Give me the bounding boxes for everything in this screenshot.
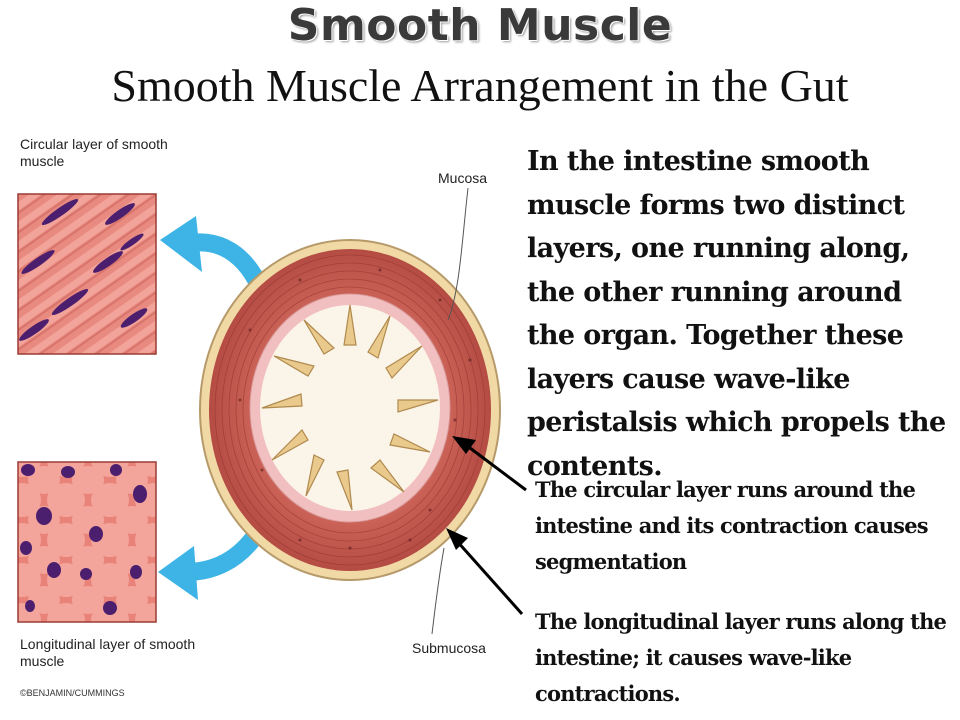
main-explanation-text: In the intestine smooth muscle forms two…: [527, 146, 946, 482]
longitudinal-layer-pointer-arrow: [158, 531, 261, 600]
slide-subtitle: Smooth Muscle Arrangement in the Gut: [111, 60, 849, 111]
gut-cross-section-diagram: [17, 187, 527, 635]
mucosa-label: Mucosa: [438, 170, 488, 186]
mucosa-leader-line: [447, 187, 469, 321]
longitudinal-layer-black-arrow: [446, 528, 524, 615]
longitudinal-layer-label: Longitudinal layer of smooth muscle: [20, 636, 196, 669]
submucosa-leader-line: [431, 547, 445, 635]
circular-muscle-micrograph: [17, 193, 157, 355]
slide-title: Smooth Muscle: [287, 0, 673, 51]
longitudinal-muscle-micrograph: [17, 461, 157, 623]
circular-layer-label: Circular layer of smooth muscle: [20, 136, 168, 169]
submucosa-label: Submucosa: [412, 640, 486, 656]
circular-layer-note: The circular layer runs around the intes…: [535, 477, 929, 574]
longitudinal-layer-note: The longitudinal layer runs along the in…: [535, 609, 947, 706]
intestine-cross-section: [199, 239, 501, 581]
circular-layer-black-arrow: [452, 436, 527, 492]
copyright-notice: ©BENJAMIN/CUMMINGS: [20, 688, 125, 698]
